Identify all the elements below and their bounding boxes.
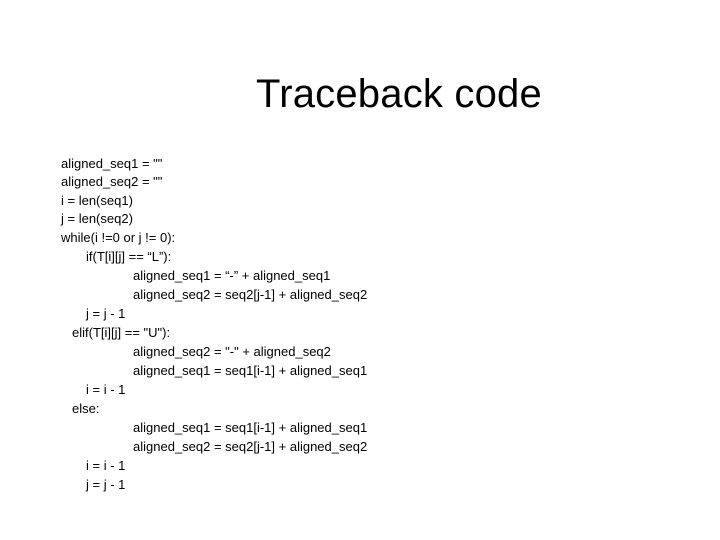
code-line: aligned_seq2 = "" xyxy=(61,174,163,189)
code-line: elif(T[i][j] == "U"): xyxy=(72,325,171,340)
code-line: j = len(seq2) xyxy=(61,211,133,226)
code-line: aligned_seq2 = seq2[j-1] + aligned_seq2 xyxy=(133,439,368,454)
code-line: i = len(seq1) xyxy=(61,193,133,208)
code-line: aligned_seq1 = “-” + aligned_seq1 xyxy=(133,268,331,283)
code-line: aligned_seq2 = "-" + aligned_seq2 xyxy=(133,344,331,359)
code-line: aligned_seq1 = seq1[i-1] + aligned_seq1 xyxy=(133,363,368,378)
code-line: else: xyxy=(72,401,100,416)
code-line: j = j - 1 xyxy=(86,306,126,321)
code-line: while(i !=0 or j != 0): xyxy=(61,230,176,245)
code-line: j = j - 1 xyxy=(86,477,126,492)
code-line: i = i - 1 xyxy=(86,382,126,397)
code-line: i = i - 1 xyxy=(86,458,126,473)
code-line: if(T[i][j] == “L”): xyxy=(86,249,172,264)
slide-title: Traceback code xyxy=(256,72,542,116)
code-line: aligned_seq1 = seq1[i-1] + aligned_seq1 xyxy=(133,420,368,435)
code-line: aligned_seq1 = "" xyxy=(61,156,163,171)
code-line: aligned_seq2 = seq2[j-1] + aligned_seq2 xyxy=(133,287,368,302)
